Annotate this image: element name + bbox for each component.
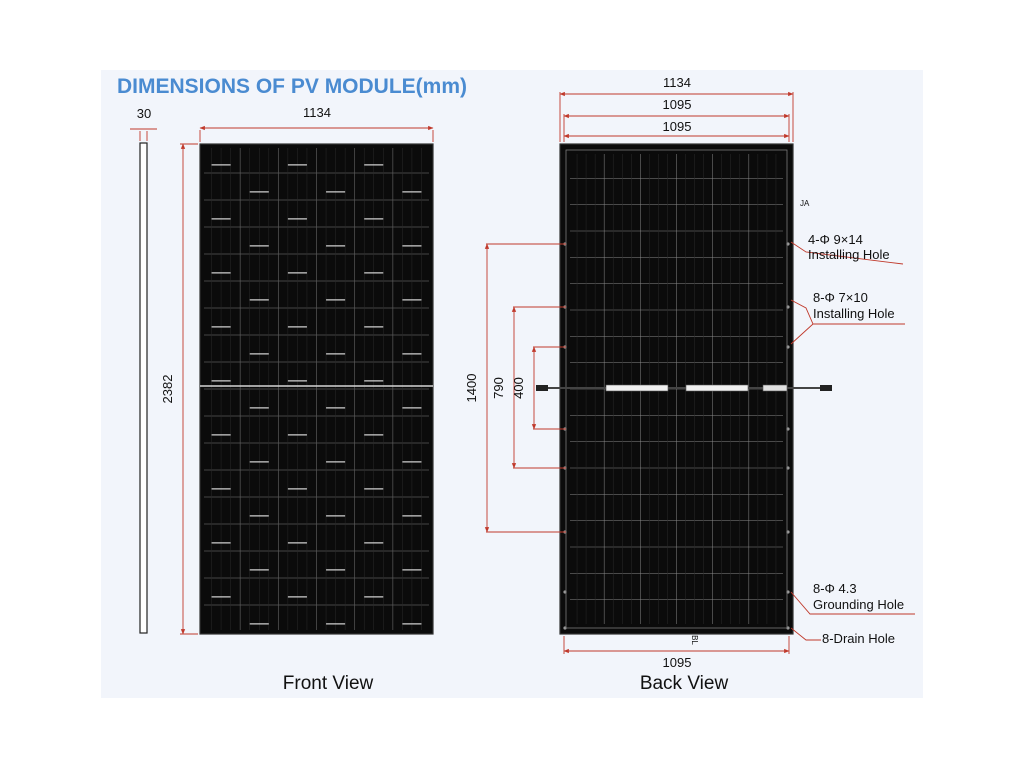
junction-box-left bbox=[605, 384, 669, 392]
grounding-hole-spec: 8-Φ 4.3 bbox=[813, 581, 857, 596]
side-view: 30 bbox=[130, 106, 157, 634]
corner-mark-top: JA bbox=[800, 199, 810, 208]
leader-installing-hole-2b bbox=[790, 323, 814, 345]
junction-box-right bbox=[685, 384, 749, 392]
leader-installing-hole-2a bbox=[790, 299, 905, 325]
back-outer-holes-width-label: 1095 bbox=[663, 97, 692, 112]
installing-hole-1-spec: 4-Φ 9×14 bbox=[808, 232, 863, 247]
connector-right bbox=[820, 385, 832, 391]
drawing-title: DIMENSIONS OF PV MODULE(mm) bbox=[117, 75, 467, 98]
corner-mark-bottom: BL bbox=[690, 635, 699, 645]
installing-hole-2-spec: 8-Φ 7×10 bbox=[813, 290, 868, 305]
front-height-label: 2382 bbox=[160, 375, 175, 404]
front-view: 1134 2382 Front View bbox=[160, 105, 434, 694]
installing-hole-2-label: Installing Hole bbox=[813, 306, 895, 321]
back-inner-holes-width-label: 1095 bbox=[663, 119, 692, 134]
installing-hole-1-label: Installing Hole bbox=[808, 247, 890, 262]
leader-installing-hole-1 bbox=[790, 241, 904, 265]
front-cell-grid bbox=[204, 148, 429, 630]
side-profile bbox=[139, 142, 148, 634]
leader-grounding-hole bbox=[790, 591, 915, 615]
back-view: 1134 1095 1095 1095 1400 790 400 JA BL bbox=[464, 75, 915, 694]
thickness-label: 30 bbox=[137, 106, 151, 121]
hole-notes: 4-Φ 9×14 Installing Hole 8-Φ 7×10 Instal… bbox=[808, 232, 904, 646]
front-view-label: Front View bbox=[283, 673, 374, 694]
back-bottom-width-label: 1095 bbox=[663, 655, 692, 670]
back-overall-width-label: 1134 bbox=[663, 75, 691, 90]
grounding-hole-label: Grounding Hole bbox=[813, 597, 904, 612]
spacing-1400-label: 1400 bbox=[464, 374, 479, 403]
spacing-400-label: 400 bbox=[511, 377, 526, 399]
back-view-label: Back View bbox=[640, 673, 729, 694]
drain-hole-label: 8-Drain Hole bbox=[822, 631, 895, 646]
spacing-790-label: 790 bbox=[491, 377, 506, 399]
leader-drain-hole bbox=[790, 627, 821, 641]
junction-box-end bbox=[762, 384, 788, 392]
front-width-label: 1134 bbox=[303, 105, 331, 120]
connector-left bbox=[536, 385, 548, 391]
